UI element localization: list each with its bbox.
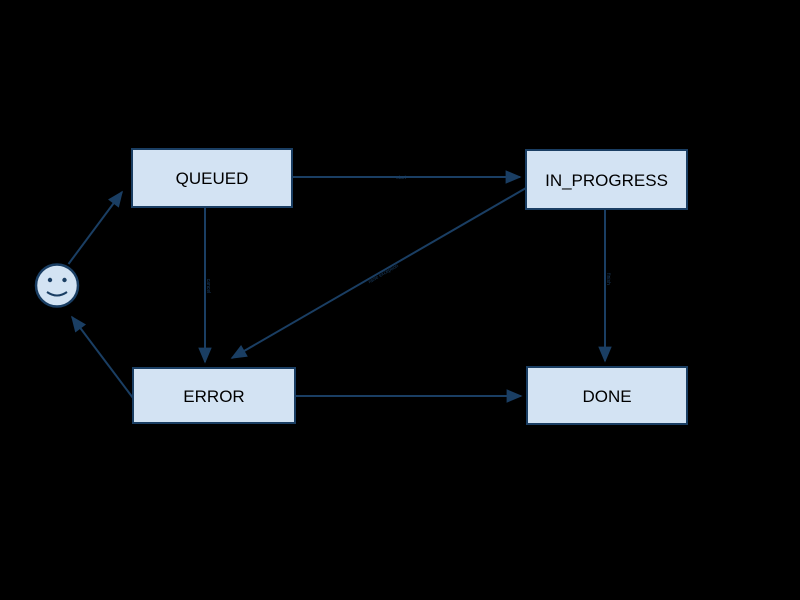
edge-label-finish: finish (605, 273, 611, 285)
state-in-progress-box (525, 149, 688, 210)
state-nodes: QUEUED IN_PROGRESS ERROR DONE (34, 148, 688, 425)
state-done-label: DONE (582, 387, 631, 406)
smiley-right-eye (62, 277, 67, 283)
state-queued-label: QUEUED (176, 169, 249, 188)
smiley-head (34, 263, 80, 308)
smiley-left-eye (47, 277, 53, 283)
state-in-progress-label: IN_PROGRESS (545, 171, 668, 190)
state-error-box (132, 367, 296, 424)
state-error: ERROR (132, 367, 296, 424)
edge-label-cancel: cancel (205, 279, 211, 293)
smiley-mouth (46, 291, 68, 297)
state-in-progress: IN_PROGRESS (525, 149, 688, 210)
state-done: DONE (526, 366, 688, 425)
smiley-face-icon (34, 263, 80, 308)
edges (67, 170, 612, 403)
state-queued-box (131, 148, 293, 208)
state-queued: QUEUED (131, 148, 293, 208)
edge-label-raise-exception: raise exception (367, 263, 399, 285)
edge-user-to-queued (67, 190, 123, 265)
edge-inprogress-to-error (230, 187, 527, 359)
state-error-label: ERROR (183, 387, 244, 406)
state-done-box (526, 366, 688, 425)
edge-error-to-user (71, 315, 134, 399)
edge-label-start: start (396, 175, 406, 181)
